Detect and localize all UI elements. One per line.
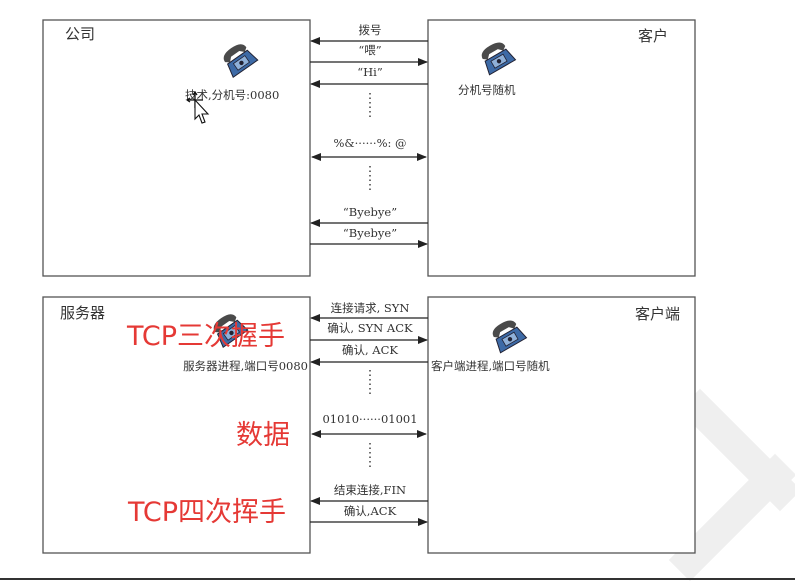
message-dial: 拨号 — [359, 23, 382, 37]
company-box — [42, 19, 311, 277]
server-title: 服务器 — [60, 304, 105, 322]
message-byebye-1: “Byebye” — [343, 205, 397, 219]
message-byebye-2: “Byebye” — [343, 226, 397, 240]
annotation-four-way-wave: TCP四次挥手 — [127, 497, 286, 528]
message-conversation: %&······%: @ — [333, 136, 406, 150]
customer-box — [427, 19, 696, 277]
watermark-shape — [668, 388, 795, 581]
message-syn-ack: 确认, SYN ACK — [327, 321, 413, 335]
message-hi: “Hi” — [357, 65, 382, 79]
server-process-label: 服务器进程,端口号0080 — [183, 359, 308, 373]
bottom-panel: 服务器 客户端 服务器进程,端口号0080 客户端进程,端口号随机 连接请求, … — [42, 296, 696, 554]
message-fin-ack: 确认,ACK — [344, 504, 397, 518]
top-panel: 公司 客户 技术,分机号:0080 分机号随机 拨号 “喂” “Hi” %&··… — [42, 19, 696, 277]
annotation-three-way-handshake: TCP三次握手 — [126, 321, 285, 352]
mouse-cursor-icon — [186, 91, 210, 124]
server-box — [42, 296, 311, 554]
company-title: 公司 — [65, 25, 95, 43]
message-syn: 连接请求, SYN — [331, 301, 410, 315]
message-ack: 确认, ACK — [342, 343, 398, 357]
message-fin: 结束连接,FIN — [334, 483, 406, 497]
message-data: 01010······01001 — [322, 412, 417, 426]
annotation-data: 数据 — [236, 420, 290, 451]
client-process-label: 客户端进程,端口号随机 — [431, 359, 550, 373]
customer-title: 客户 — [638, 27, 668, 45]
company-extension-label: 技术,分机号:0080 — [185, 88, 279, 102]
client-title: 客户端 — [635, 305, 680, 323]
message-hello: “喂” — [358, 43, 381, 57]
customer-extension-label: 分机号随机 — [458, 83, 516, 97]
client-box — [427, 296, 696, 554]
